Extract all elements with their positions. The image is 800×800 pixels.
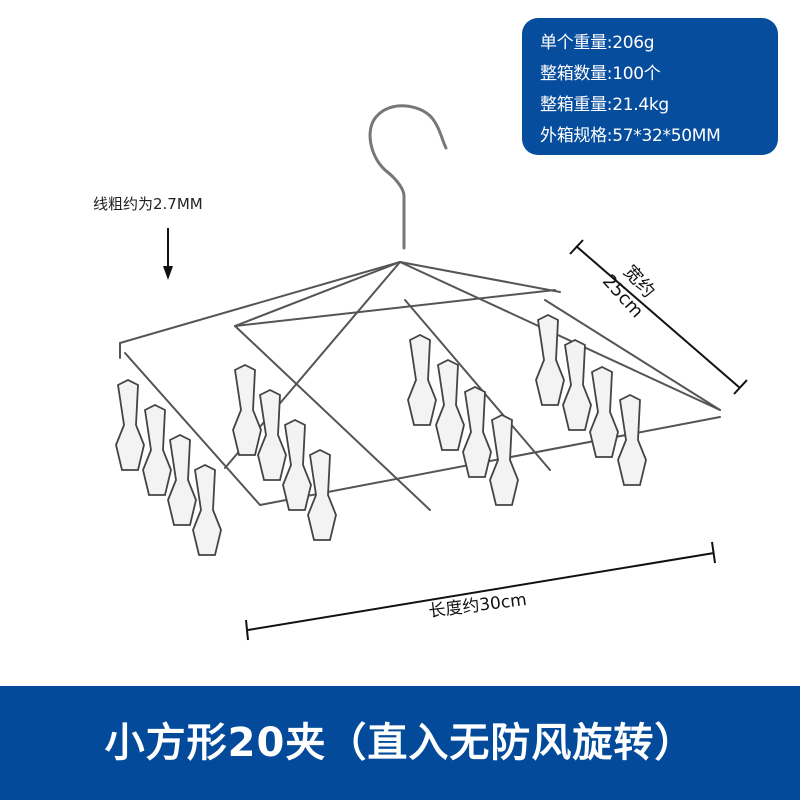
spec-box-quantity: 整箱数量:100个 bbox=[540, 64, 661, 84]
spec-box-size: 外箱规格:57*32*50MM bbox=[540, 126, 721, 146]
dimension-lines bbox=[167, 228, 748, 641]
wire-thickness-label: 线粗约为2.7MM bbox=[93, 195, 203, 213]
hanger-icon bbox=[119, 104, 721, 511]
length-dimension-line bbox=[247, 552, 715, 631]
spec-box: 单个重量:206g 整箱数量:100个 整箱重量:21.4kg 外箱规格:57*… bbox=[522, 18, 778, 155]
width-dimension-line bbox=[575, 245, 741, 389]
spec-unit-weight: 单个重量:206g bbox=[540, 33, 655, 53]
spec-box-weight: 整箱重量:21.4kg bbox=[540, 95, 669, 115]
banner-title: 小方形20夹（直入无防风旋转） bbox=[104, 720, 696, 766]
clips bbox=[115, 313, 647, 556]
title-banner: 小方形20夹（直入无防风旋转） bbox=[0, 686, 800, 800]
